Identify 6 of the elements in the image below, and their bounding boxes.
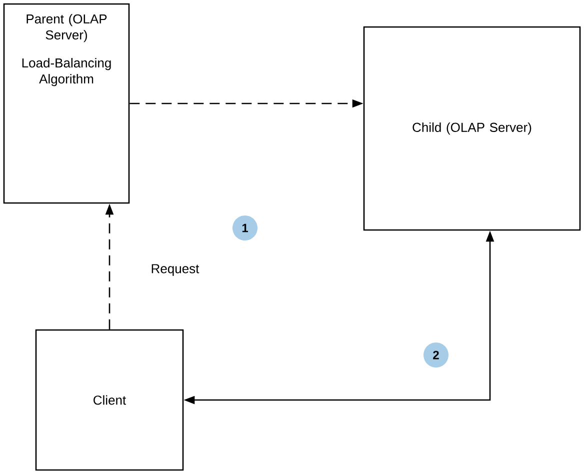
callout-number: 2 xyxy=(424,342,448,368)
server-box: Parent (OLAP Server) Load-Balancing Algorithm xyxy=(3,3,130,204)
edge-label: Request xyxy=(150,263,200,277)
server-box: Child (OLAP Server) xyxy=(363,26,581,231)
callout-number: 1 xyxy=(232,216,258,240)
server-box: Client xyxy=(35,329,184,471)
